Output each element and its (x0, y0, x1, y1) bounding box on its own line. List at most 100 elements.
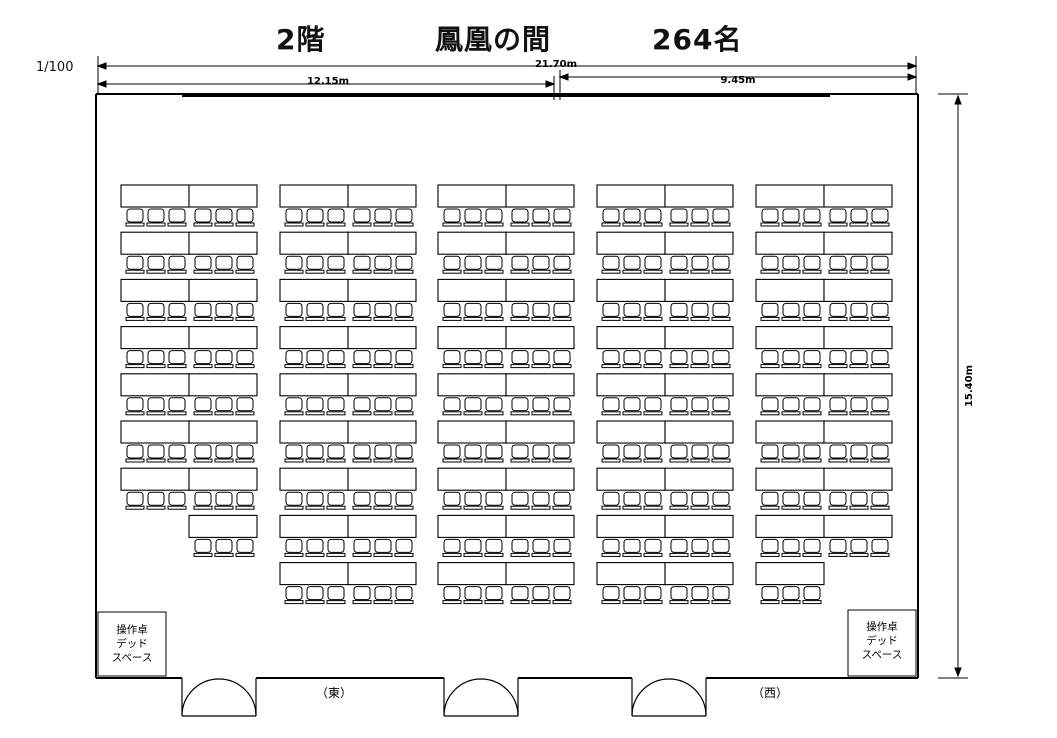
chair (690, 255, 710, 274)
table (188, 373, 258, 397)
chair (326, 255, 346, 274)
table-set (596, 184, 666, 227)
table-set (755, 514, 825, 557)
chair (711, 538, 731, 557)
chair (484, 538, 504, 557)
table-set (347, 278, 417, 321)
table (120, 184, 190, 208)
chair (669, 538, 689, 557)
chair (622, 255, 642, 274)
chair (711, 208, 731, 227)
chair (510, 491, 530, 510)
chair (781, 538, 801, 557)
chair (643, 208, 663, 227)
table-set (823, 420, 893, 463)
chair (643, 491, 663, 510)
table-set (755, 467, 825, 510)
table-set (437, 373, 507, 416)
table (347, 326, 417, 350)
chair (352, 255, 372, 274)
table-set (823, 514, 893, 557)
chair (828, 538, 848, 557)
chair (849, 538, 869, 557)
chair (690, 350, 710, 369)
chair (463, 491, 483, 510)
capacity-label: 264名 (652, 23, 743, 56)
chair (463, 208, 483, 227)
chair (711, 350, 731, 369)
table (755, 467, 825, 491)
chair (125, 350, 145, 369)
chair (193, 350, 213, 369)
table-set (279, 231, 349, 274)
table (596, 278, 666, 302)
table-set (823, 278, 893, 321)
table-set (664, 420, 734, 463)
chair (760, 350, 780, 369)
chair (643, 444, 663, 463)
chair (235, 538, 255, 557)
chair (326, 397, 346, 416)
table-set (596, 326, 666, 369)
chair (284, 302, 304, 321)
table (279, 326, 349, 350)
chair (552, 302, 572, 321)
chair (284, 491, 304, 510)
chair (781, 208, 801, 227)
operator-box-right-line2: デッド (866, 634, 898, 647)
table (823, 231, 893, 255)
table-set (823, 231, 893, 274)
chair (760, 208, 780, 227)
table-set (188, 467, 258, 510)
chair (394, 397, 414, 416)
table-set (664, 231, 734, 274)
chair (760, 444, 780, 463)
table-set (347, 184, 417, 227)
table (279, 373, 349, 397)
chair (326, 350, 346, 369)
table-set (120, 184, 190, 227)
chair (305, 444, 325, 463)
chair (552, 538, 572, 557)
table-set (279, 420, 349, 463)
table (347, 184, 417, 208)
chair (305, 538, 325, 557)
chair (531, 397, 551, 416)
chair (125, 397, 145, 416)
chair (484, 350, 504, 369)
table (755, 373, 825, 397)
chair (463, 302, 483, 321)
table (823, 420, 893, 444)
chair (510, 538, 530, 557)
table (664, 231, 734, 255)
chair (669, 397, 689, 416)
chair (167, 255, 187, 274)
chair (828, 302, 848, 321)
chair (146, 397, 166, 416)
table-set (437, 420, 507, 463)
table-set (823, 326, 893, 369)
chair (284, 538, 304, 557)
chair (849, 255, 869, 274)
chair (352, 302, 372, 321)
chair (601, 397, 621, 416)
table-set (505, 373, 575, 416)
chair (146, 491, 166, 510)
chair (669, 302, 689, 321)
table (596, 373, 666, 397)
chair (125, 491, 145, 510)
chair (601, 208, 621, 227)
table-set (188, 514, 258, 557)
table (279, 562, 349, 586)
chair (622, 491, 642, 510)
chair (802, 397, 822, 416)
table-set (120, 420, 190, 463)
room-name: 鳳凰の間 (435, 23, 552, 56)
chair (802, 350, 822, 369)
table (664, 326, 734, 350)
chair (781, 491, 801, 510)
chair (669, 208, 689, 227)
chair (214, 397, 234, 416)
chair (146, 255, 166, 274)
